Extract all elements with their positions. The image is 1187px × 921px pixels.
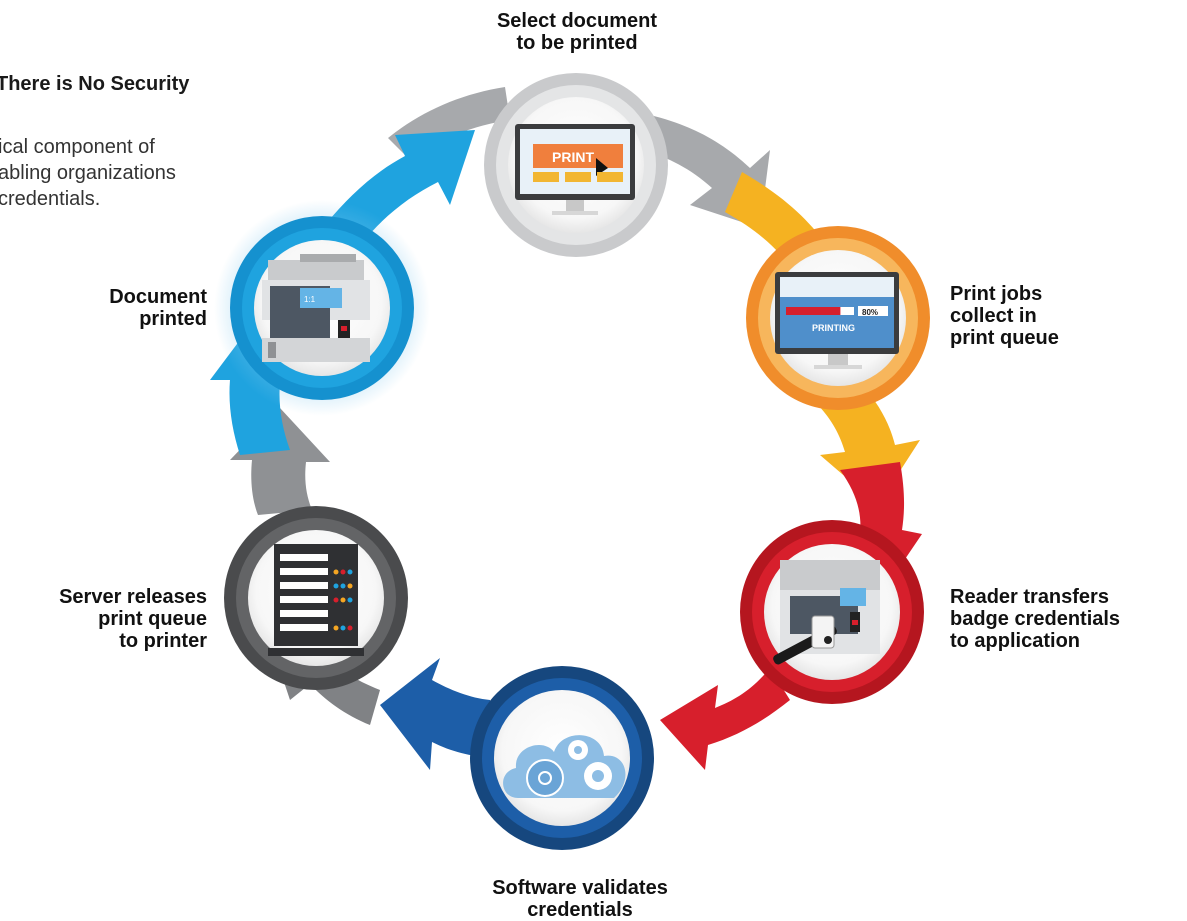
- print-button-label: PRINT: [552, 149, 594, 165]
- intro-line: credentials.: [0, 188, 101, 210]
- label-line: to be printed: [516, 32, 638, 54]
- step-circle-printed: 1:1: [214, 200, 430, 416]
- progress-percent: 80%: [862, 308, 878, 317]
- step-circle-software: [470, 666, 654, 850]
- label-line: Server releases: [59, 586, 207, 608]
- label-line: collect in: [950, 305, 1037, 327]
- label-line: printed: [139, 308, 207, 330]
- label-line: Print jobs: [950, 283, 1043, 305]
- label-line: badge credentials: [950, 608, 1121, 630]
- step-circle-reader: [740, 520, 924, 704]
- label-line: to application: [950, 630, 1080, 652]
- label-line: print queue: [950, 327, 1059, 349]
- label-line: Document: [109, 286, 207, 308]
- step-label-printed: Document printed: [0, 286, 207, 330]
- server-rack-icon: [268, 544, 364, 656]
- label-line: to printer: [119, 630, 207, 652]
- monitor-print-icon: PRINT: [515, 124, 635, 215]
- label-line: credentials: [527, 899, 633, 921]
- printer-badge-reader-icon: [773, 560, 880, 665]
- label-line: Reader transfers: [950, 586, 1109, 608]
- step-label-server: Server releases print queue to printer: [0, 586, 207, 652]
- step-label-software: Software validates credentials: [430, 877, 730, 921]
- printer-icon: 1:1: [262, 254, 370, 362]
- step-circle-queue: 80% PRINTING: [746, 226, 930, 410]
- printer-badge: 1:1: [304, 295, 316, 304]
- step-label-queue: Print jobs collect in print queue: [950, 283, 1059, 349]
- monitor-printing-icon: 80% PRINTING: [775, 272, 899, 369]
- step-circle-select: PRINT: [484, 73, 668, 257]
- label-line: Select document: [496, 10, 658, 32]
- step-circle-server: [224, 506, 408, 690]
- arrow-red-bottom: [660, 668, 790, 770]
- page-heading: There is No Security: [0, 73, 190, 95]
- intro-text: ical component of abling organizations c…: [0, 134, 258, 212]
- cloud-gears-icon: [503, 735, 626, 798]
- arrow-blue: [380, 658, 492, 770]
- intro-line: ical component of: [0, 136, 155, 158]
- progress-bar-fill: [786, 307, 841, 315]
- printing-label: PRINTING: [812, 323, 855, 333]
- label-line: print queue: [98, 608, 207, 630]
- intro-line: abling organizations: [0, 162, 176, 184]
- step-label-select: Select document to be printed: [462, 10, 692, 54]
- step-label-reader: Reader transfers badge credentials to ap…: [950, 586, 1120, 652]
- label-line: Software validates: [492, 877, 668, 899]
